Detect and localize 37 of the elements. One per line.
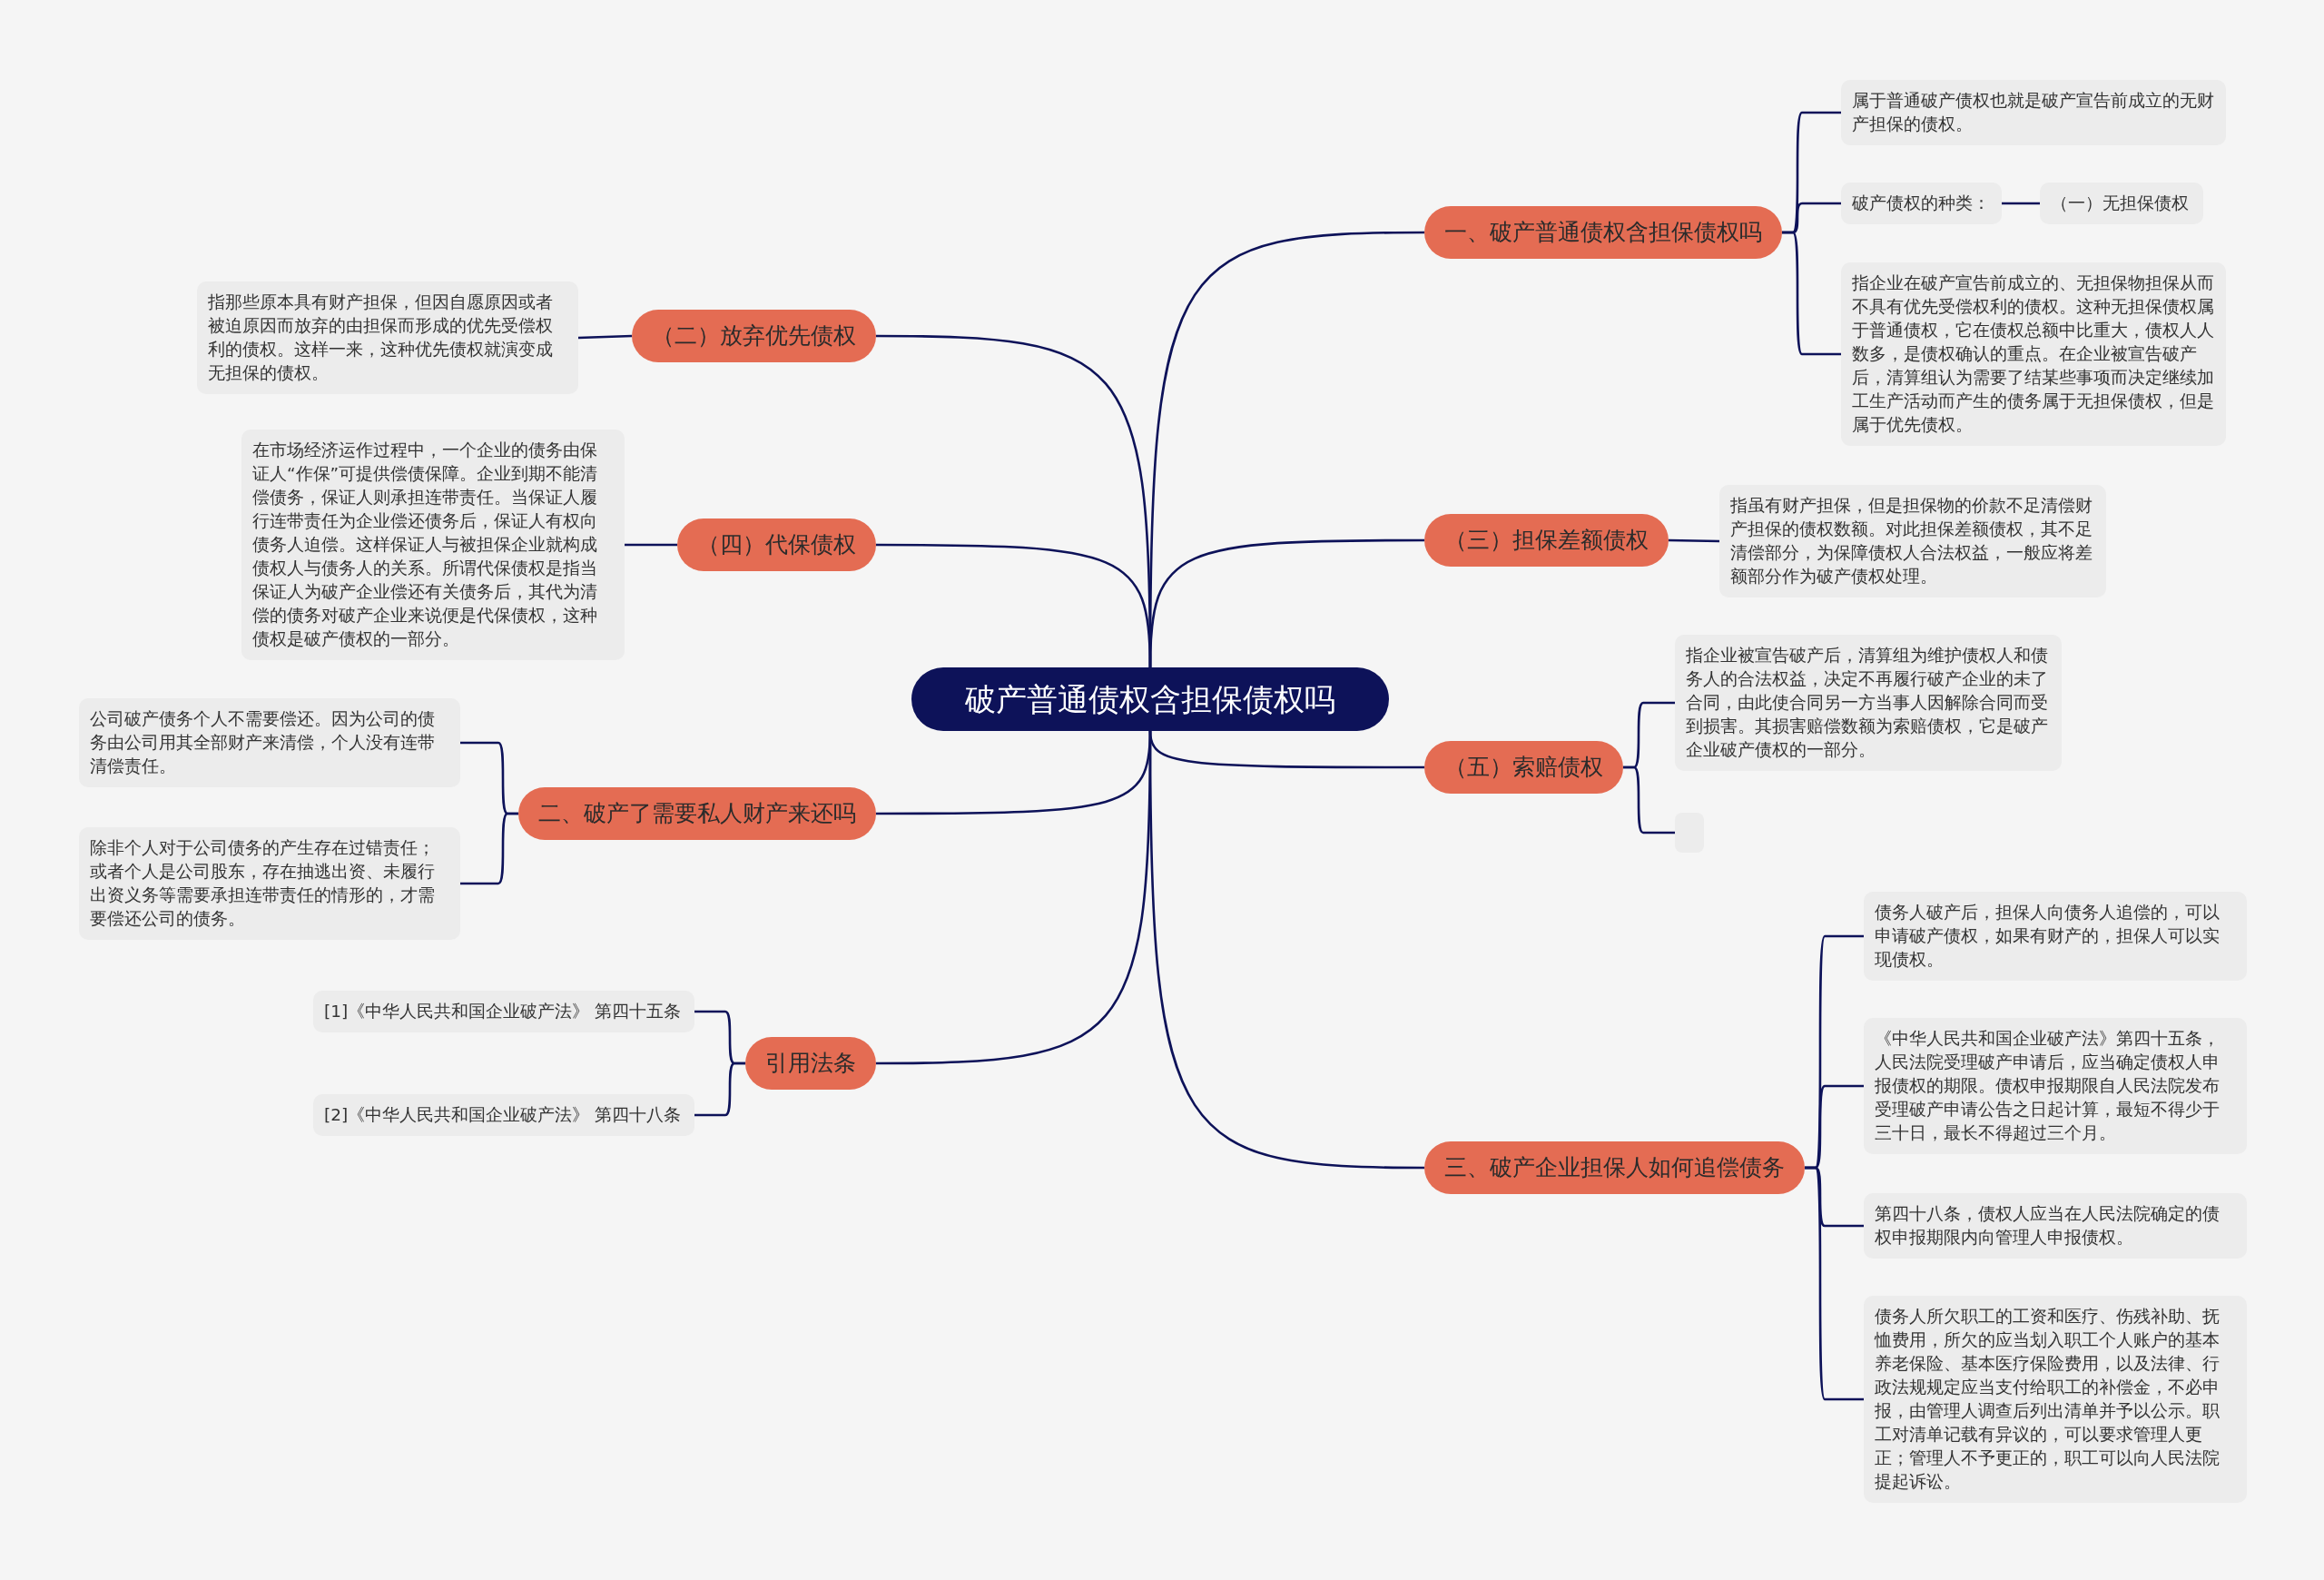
connector-line: [876, 543, 1152, 668]
note-box: [1]《中华人民共和国企业破产法》 第四十五条: [313, 991, 694, 1032]
connector-line: [1782, 231, 1841, 356]
topic-box: 三、破产企业担保人如何追偿债务: [1424, 1141, 1805, 1194]
central-topic: 破产普通债权含担保债权吗: [911, 667, 1389, 731]
note-box: 指企业被宣告破产后，清算组为维护债权人和债务人的合法权益，决定不再履行破产企业的未了合同，由此使合同另一方当事人因解除合同而受到损害。其损害赔偿数额为索赔债权，它是破产企业破产债权的一部分。: [1675, 635, 2062, 771]
connector-line: [2002, 202, 2040, 205]
connector-line: [876, 731, 1152, 1065]
topic-box: 二、破产了需要私人财产来还吗: [518, 787, 876, 840]
connector-line: [460, 812, 518, 885]
connector-line: [625, 543, 677, 547]
topic-box: （二）放弃优先债权: [632, 310, 876, 362]
note-box: 指企业在破产宣告前成立的、无担保物担保从而不具有优先受偿权利的债权。这种无担保债权属于普通债权，它在债权总额中比重大，债权人人数多，是债权确认的重点。在企业被宣告破产后，清算组认为需要了结某些事项而决定继续加工生产活动而产生的债务属于无担保债权，但是属于优先债权。: [1841, 262, 2226, 446]
topic-box: 一、破产普通债权含担保债权吗: [1424, 206, 1782, 259]
topic-box: （五）索赔债权: [1424, 741, 1623, 794]
note-box: 债务人破产后，担保人向债务人追偿的，可以申请破产债权，如果有财产的，担保人可以实现债权。: [1864, 892, 2247, 981]
connector-line: [694, 1062, 745, 1117]
note-box: 破产债权的种类：: [1841, 183, 2002, 224]
note-box: 公司破产债务个人不需要偿还。因为公司的债务由公司用其全部财产来清偿，个人没有连带清偿责任。: [79, 698, 460, 787]
note-box: 第四十八条，债权人应当在人民法院确定的债权申报期限内向管理人申报债权。: [1864, 1193, 2247, 1259]
connector-line: [1668, 538, 1720, 543]
topic-box: 引用法条: [745, 1037, 876, 1090]
note-box: 指那些原本具有财产担保，但因自愿原因或者被迫原因而放弃的由担保而形成的优先受偿权利的债权。这样一来，这种优先债权就演变成无担保的债权。: [197, 281, 578, 394]
note-box: 除非个人对于公司债务的产生存在过错责任；或者个人是公司股东，存在抽逃出资、未履行出资义务等需要承担连带责任的情形的，才需要偿还公司的债务。: [79, 827, 460, 940]
note-box: [2]《中华人民共和国企业破产法》 第四十八条: [313, 1094, 694, 1136]
topic-box: （三）担保差额债权: [1424, 514, 1669, 567]
note-box: 《中华人民共和国企业破产法》第四十五条，人民法院受理破产申请后，应当确定债权人申报债权的期限。债权申报期限自人民法院发布受理破产申请公告之日起计算，最短不得少于三十日，最长不得超过三个月。: [1864, 1018, 2247, 1154]
connector-line: [577, 334, 633, 340]
connector-line: [1623, 765, 1675, 834]
empty-box: [1675, 813, 1704, 853]
topic-box: （四）代保债权: [677, 518, 876, 571]
connector-line: [1805, 1166, 1864, 1401]
note-box: 在市场经济运作过程中，一个企业的债务由保证人“作保”可提供偿债保障。企业到期不能清偿债务，保证人则承担连带责任。当保证人履行连带责任为企业偿还债务后，保证人有权向债务人迫偿。这样保证人与被担保企业就构成债权人与债务人的关系。所谓代保债权是指当保证人为破产企业偿还有关债务后，其代为清偿的债务对破产企业来说便是代保债权，这种债权是破产债权的一部分。: [241, 430, 625, 660]
note-box: （一）无担保债权: [2040, 183, 2203, 224]
note-box: 属于普通破产债权也就是破产宣告前成立的无财产担保的债权。: [1841, 80, 2226, 145]
note-box: 债务人所欠职工的工资和医疗、伤残补助、抚恤费用，所欠的应当划入职工个人账户的基本养老保险、基本医疗保险费用，以及法律、行政法规规定应当支付给职工的补偿金，不必申报，由管理人调查后列出清单并予以公示。职工对清单记载有异议的，可以要求管理人更正；管理人不予更正的，职工可以向人民法院提起诉讼。: [1864, 1296, 2247, 1503]
note-box: 指虽有财产担保，但是担保物的价款不足清偿财产担保的债权数额。对此担保差额债权，其不足清偿部分，为保障债权人合法权益，一般应将差额部分作为破产债权处理。: [1719, 485, 2106, 597]
